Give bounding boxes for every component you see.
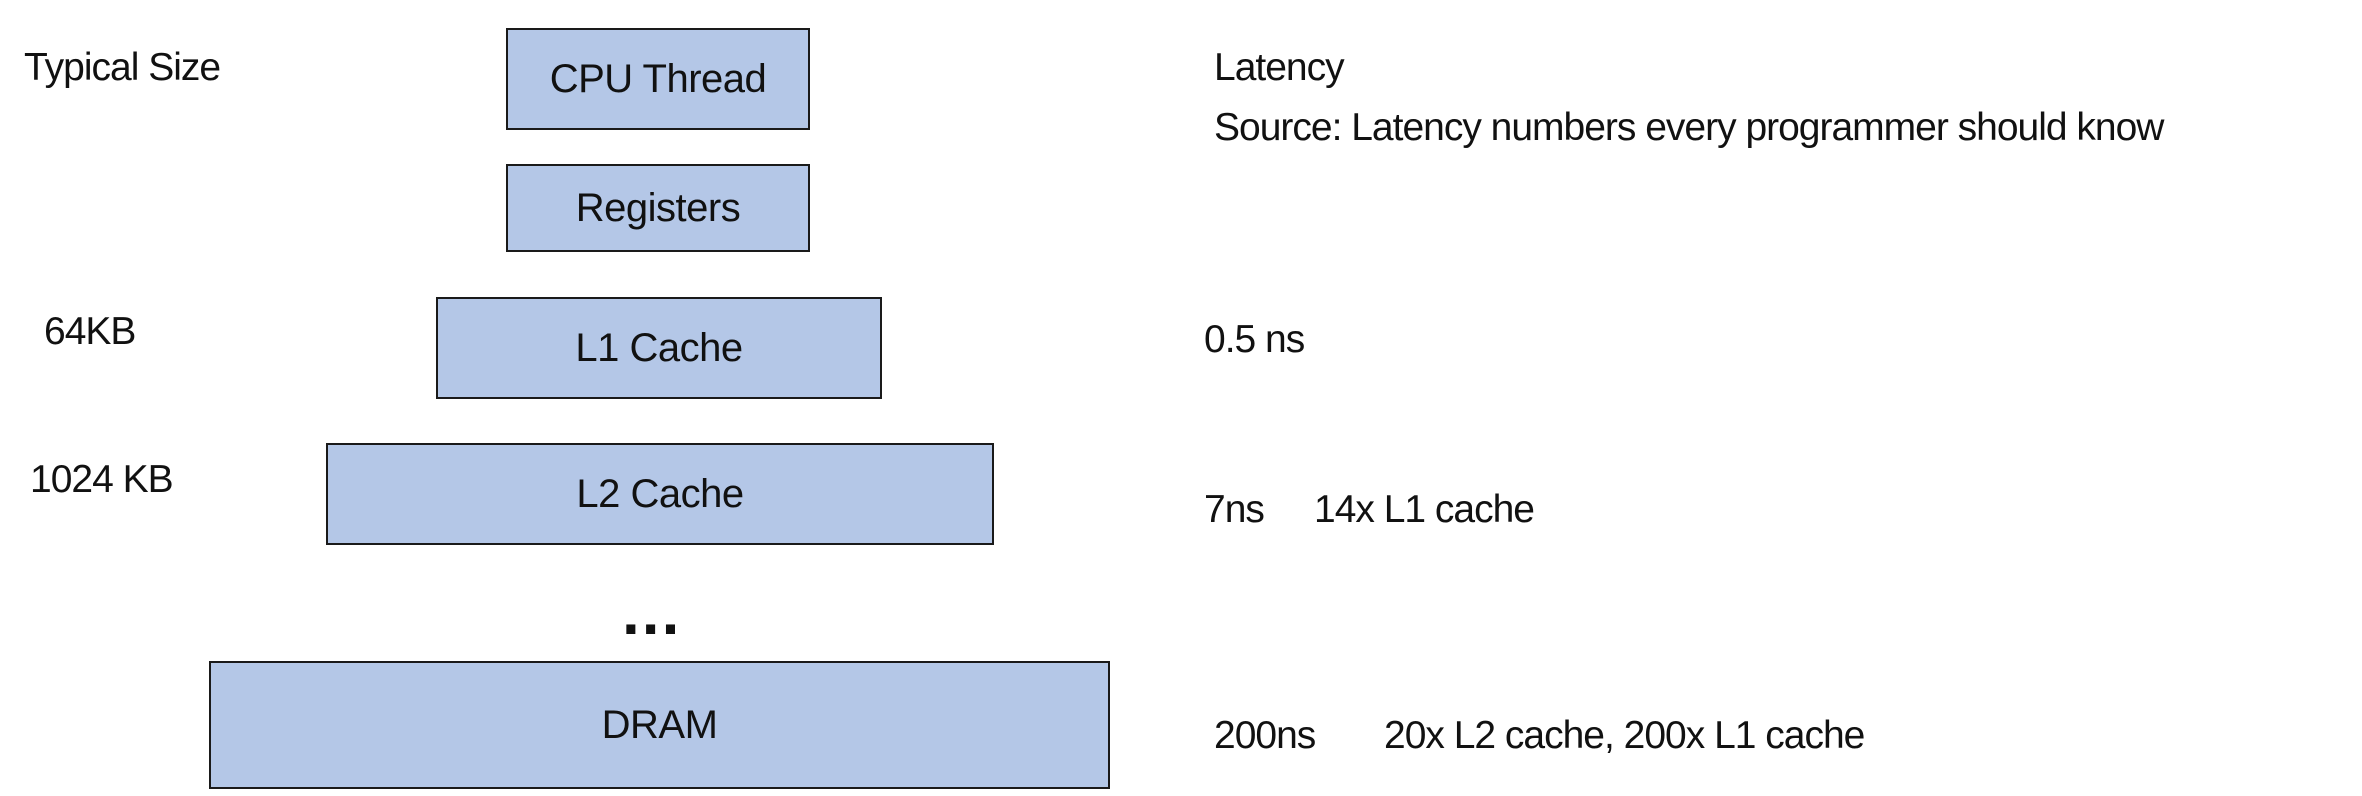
l2-latency-value: 7ns	[1204, 488, 1265, 531]
l2-cache-box: L2 Cache	[326, 443, 994, 545]
dram-latency-note: 20x L2 cache, 200x L1 cache	[1384, 714, 1865, 757]
l1-latency: 0.5 ns	[1204, 318, 1305, 361]
typical-size-heading: Typical Size	[24, 46, 221, 89]
hierarchy-ellipsis: ...	[622, 576, 682, 648]
registers-label: Registers	[575, 186, 741, 230]
latency-heading: Latency	[1214, 46, 1345, 89]
l2-latency-note: 14x L1 cache	[1314, 488, 1535, 531]
dram-label: DRAM	[601, 703, 718, 747]
cpu-thread-box: CPU Thread	[506, 28, 810, 130]
registers-box: Registers	[506, 164, 810, 252]
dram-latency-value: 200ns	[1214, 714, 1316, 757]
l2-cache-label: L2 Cache	[576, 472, 744, 516]
l1-size-label: 64KB	[44, 310, 136, 353]
l1-cache-box: L1 Cache	[436, 297, 882, 399]
latency-source: Source: Latency numbers every programmer…	[1214, 106, 2164, 149]
dram-box: DRAM	[209, 661, 1110, 789]
l1-cache-label: L1 Cache	[575, 326, 743, 370]
l2-size-label: 1024 KB	[30, 458, 174, 501]
cpu-thread-label: CPU Thread	[549, 57, 767, 101]
